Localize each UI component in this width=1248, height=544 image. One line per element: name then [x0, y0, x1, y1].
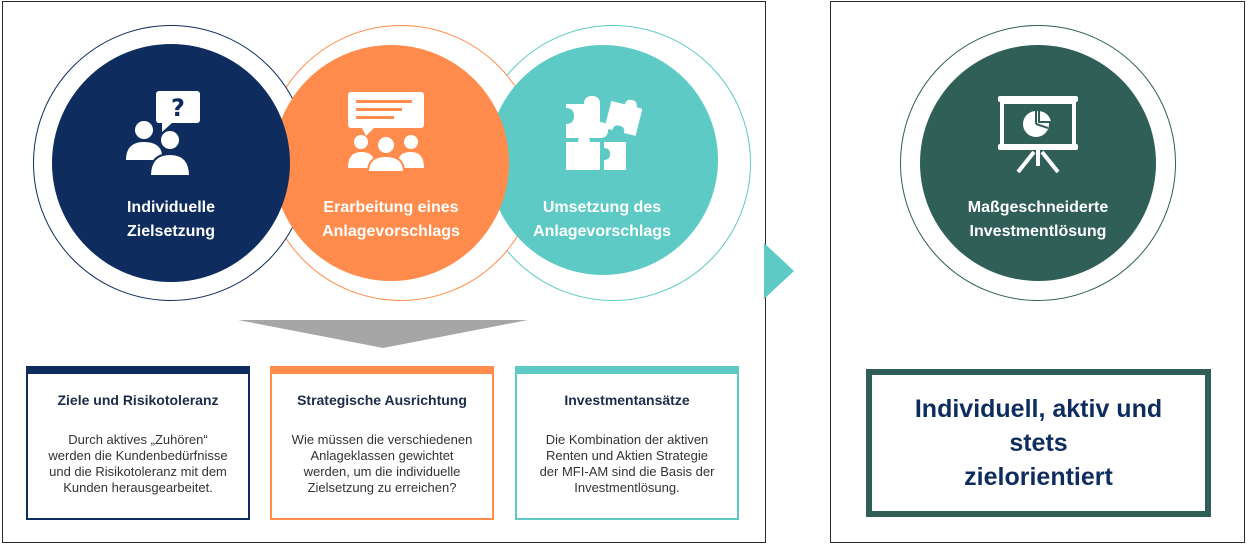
box-ziele-risikotoleranz: Ziele und Risikotoleranz Durch aktives „… [26, 366, 250, 520]
circle-label-zielsetzung: Individuelle Zielsetzung [62, 196, 280, 244]
result-text: Individuell, aktiv und stets zielorienti… [872, 392, 1205, 494]
disc-umsetzung [488, 45, 718, 275]
box-text-line: Renten und Aktien Strategie [546, 448, 708, 463]
people-question-icon: ? [126, 91, 200, 177]
box-text: Durch aktives „Zuhören“ werden die Kunde… [40, 432, 236, 496]
box-text: Wie müssen die verschiedenen Anlageklass… [284, 432, 480, 496]
label-line: Maßgeschneiderte [967, 199, 1109, 216]
box-text-line: und die Risikotoleranz mit dem [49, 464, 227, 479]
label-line: Anlagevorschlags [322, 223, 460, 240]
group-presentation-icon [348, 92, 424, 172]
box-title: Ziele und Risikotoleranz [57, 392, 219, 408]
box-text-line: Zielsetzung zu erreichen? [307, 480, 457, 495]
label-line: Zielsetzung [126, 223, 215, 240]
circle-label-erarbeitung: Erarbeitung eines Anlagevorschlags [278, 196, 504, 244]
svg-text:?: ? [171, 94, 185, 122]
label-line: Erarbeitung eines [323, 199, 459, 216]
result-text-line: Individuell, aktiv und stets [914, 395, 1163, 457]
funnel-triangle [238, 320, 528, 348]
box-text-line: Die Kombination der aktiven [545, 432, 709, 447]
box-text: Die Kombination der aktiven Renten und A… [529, 432, 725, 496]
box-text-line: der MFI-AM sind die Basis der [539, 464, 715, 479]
puzzle-icon [566, 96, 642, 170]
presentation-chart-icon [998, 96, 1078, 174]
circle-label-result: Maßgeschneiderte Investmentlösung [928, 196, 1148, 244]
label-line: Umsetzung des [542, 199, 662, 216]
box-text-line: Anlageklassen gewichtet [310, 448, 454, 463]
box-text-line: Durch aktives „Zuhören“ [68, 432, 208, 447]
box-text-line: Kunden herausgearbeitet. [63, 480, 213, 495]
circle-label-umsetzung: Umsetzung des Anlagevorschlags [492, 196, 712, 244]
box-text-line: Wie müssen die verschiedenen [291, 432, 473, 447]
box-text-line: werden, um die individuelle [303, 464, 461, 479]
box-strategische-ausrichtung: Strategische Ausrichtung Wie müssen die … [270, 366, 494, 520]
result-box: Individuell, aktiv und stets zielorienti… [866, 369, 1211, 517]
box-investmentansaetze: Investmentansätze Die Kombination der ak… [515, 366, 739, 520]
box-title: Strategische Ausrichtung [297, 392, 467, 408]
arrow-right-icon [764, 243, 794, 299]
result-text-line: zielorientiert [964, 463, 1113, 491]
label-line: Investmentlösung [969, 223, 1107, 240]
label-line: Individuelle [126, 199, 215, 216]
box-text-line: werden die Kundenbedürfnisse [48, 448, 228, 463]
label-line: Anlagevorschlags [533, 223, 671, 240]
box-title: Investmentansätze [564, 392, 690, 408]
box-text-line: Investmentlösung. [574, 480, 680, 495]
